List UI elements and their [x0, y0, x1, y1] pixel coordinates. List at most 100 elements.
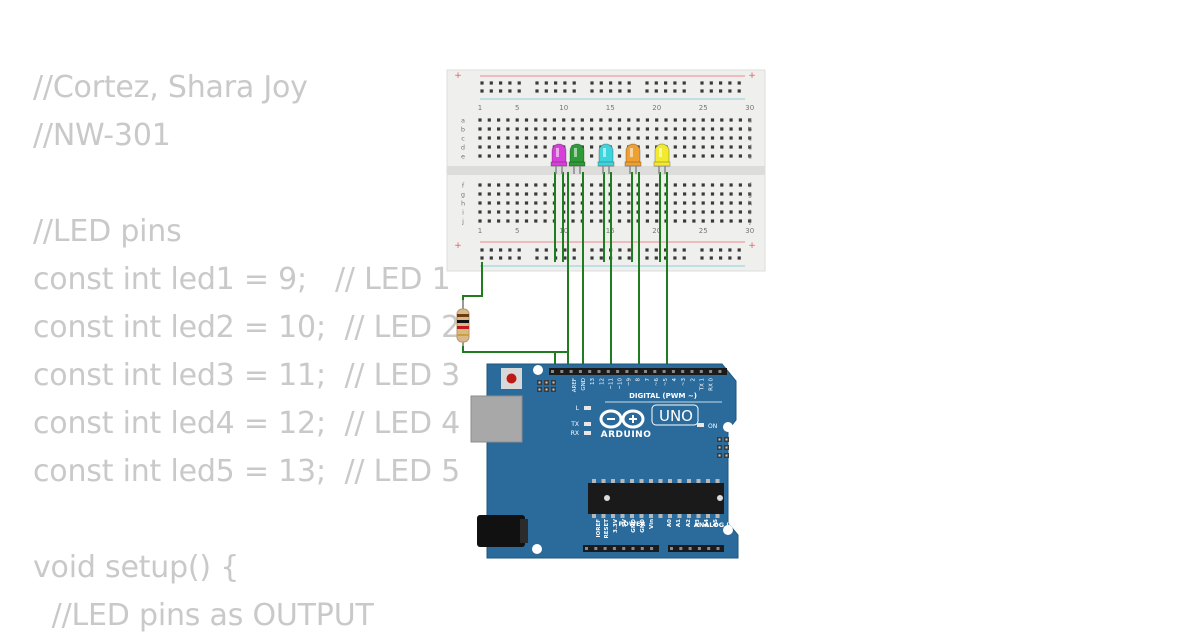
- breadboard-hole[interactable]: [720, 127, 724, 131]
- breadboard-hole[interactable]: [562, 136, 566, 140]
- breadboard-hole[interactable]: [590, 201, 594, 205]
- breadboard-hole[interactable]: [499, 81, 503, 85]
- breadboard-hole[interactable]: [543, 145, 547, 149]
- breadboard-hole[interactable]: [720, 145, 724, 149]
- breadboard-hole[interactable]: [599, 210, 603, 214]
- breadboard-hole[interactable]: [729, 219, 733, 223]
- breadboard-hole[interactable]: [543, 192, 547, 196]
- breadboard-hole[interactable]: [627, 183, 631, 187]
- breadboard-hole[interactable]: [506, 201, 510, 205]
- breadboard-hole[interactable]: [534, 136, 538, 140]
- breadboard-hole[interactable]: [701, 145, 705, 149]
- header-pin[interactable]: [679, 547, 683, 550]
- breadboard-hole[interactable]: [748, 183, 752, 187]
- breadboard-hole[interactable]: [710, 127, 715, 131]
- breadboard-hole[interactable]: [590, 154, 594, 158]
- breadboard-hole[interactable]: [543, 154, 547, 158]
- breadboard-hole[interactable]: [720, 118, 724, 122]
- led-4[interactable]: [624, 143, 642, 174]
- header-pin[interactable]: [606, 370, 610, 373]
- breadboard-hole[interactable]: [590, 256, 594, 260]
- breadboard-hole[interactable]: [654, 89, 658, 93]
- header-pin[interactable]: [578, 370, 582, 373]
- breadboard-hole[interactable]: [599, 136, 603, 140]
- breadboard-hole[interactable]: [506, 210, 510, 214]
- breadboard-hole[interactable]: [543, 118, 547, 122]
- wires[interactable]: [462, 172, 668, 375]
- breadboard-hole[interactable]: [645, 192, 649, 196]
- breadboard-hole[interactable]: [478, 210, 482, 214]
- breadboard-hole[interactable]: [590, 89, 594, 93]
- breadboard-hole[interactable]: [580, 118, 584, 122]
- breadboard-hole[interactable]: [497, 154, 501, 158]
- breadboard-hole[interactable]: [710, 192, 715, 196]
- breadboard-hole[interactable]: [701, 136, 705, 140]
- breadboard-hole[interactable]: [710, 219, 715, 223]
- breadboard-hole[interactable]: [692, 183, 696, 187]
- breadboard-hole[interactable]: [508, 81, 512, 85]
- header-pin[interactable]: [709, 370, 713, 373]
- breadboard-hole[interactable]: [506, 118, 510, 122]
- header-pin[interactable]: [670, 547, 673, 550]
- breadboard-hole[interactable]: [544, 248, 548, 252]
- breadboard-hole[interactable]: [655, 201, 659, 205]
- breadboard-hole[interactable]: [701, 118, 705, 122]
- breadboard-hole[interactable]: [590, 192, 594, 196]
- breadboard-hole[interactable]: [654, 81, 658, 85]
- breadboard-hole[interactable]: [487, 127, 491, 131]
- breadboard-hole[interactable]: [572, 248, 576, 252]
- breadboard-hole[interactable]: [682, 81, 686, 85]
- breadboard-hole[interactable]: [608, 127, 612, 131]
- breadboard-hole[interactable]: [590, 127, 594, 131]
- breadboard-hole[interactable]: [729, 127, 733, 131]
- breadboard-hole[interactable]: [729, 201, 733, 205]
- breadboard-hole[interactable]: [499, 248, 503, 252]
- breadboard-hole[interactable]: [487, 192, 491, 196]
- breadboard-hole[interactable]: [534, 145, 538, 149]
- breadboard-hole[interactable]: [692, 118, 696, 122]
- breadboard-hole[interactable]: [636, 127, 640, 131]
- breadboard-hole[interactable]: [673, 145, 677, 149]
- breadboard-hole[interactable]: [534, 183, 538, 187]
- breadboard-hole[interactable]: [590, 145, 594, 149]
- breadboard-hole[interactable]: [515, 154, 519, 158]
- breadboard-hole[interactable]: [748, 201, 752, 205]
- breadboard-hole[interactable]: [636, 118, 640, 122]
- breadboard-hole[interactable]: [572, 89, 576, 93]
- breadboard-hole[interactable]: [563, 81, 567, 85]
- breadboard-hole[interactable]: [478, 136, 482, 140]
- breadboard-hole[interactable]: [720, 210, 724, 214]
- breadboard-hole[interactable]: [524, 136, 529, 140]
- breadboard-hole[interactable]: [700, 89, 704, 93]
- breadboard-hole[interactable]: [729, 192, 733, 196]
- breadboard-hole[interactable]: [729, 154, 733, 158]
- breadboard-hole[interactable]: [738, 136, 742, 140]
- breadboard-hole[interactable]: [524, 201, 529, 205]
- breadboard-hole[interactable]: [506, 183, 510, 187]
- breadboard-hole[interactable]: [720, 219, 724, 223]
- breadboard-hole[interactable]: [673, 89, 677, 93]
- breadboard-hole[interactable]: [517, 89, 521, 93]
- breadboard-hole[interactable]: [617, 210, 622, 214]
- breadboard-hole[interactable]: [571, 136, 575, 140]
- breadboard-hole[interactable]: [515, 127, 519, 131]
- breadboard-hole[interactable]: [738, 201, 742, 205]
- breadboard-hole[interactable]: [515, 201, 519, 205]
- breadboard-hole[interactable]: [692, 219, 696, 223]
- breadboard-hole[interactable]: [515, 118, 519, 122]
- breadboard-hole[interactable]: [599, 248, 603, 252]
- breadboard-hole[interactable]: [627, 81, 631, 85]
- breadboard-hole[interactable]: [645, 183, 649, 187]
- header-pin[interactable]: [707, 547, 711, 550]
- breadboard-hole[interactable]: [609, 89, 613, 93]
- breadboard-hole[interactable]: [599, 89, 603, 93]
- breadboard-hole[interactable]: [748, 219, 752, 223]
- header-pin[interactable]: [681, 370, 685, 373]
- breadboard-hole[interactable]: [571, 118, 575, 122]
- breadboard-hole[interactable]: [599, 256, 603, 260]
- breadboard-hole[interactable]: [517, 81, 521, 85]
- breadboard-hole[interactable]: [709, 248, 713, 252]
- header-pin[interactable]: [588, 370, 592, 373]
- breadboard-hole[interactable]: [682, 248, 686, 252]
- breadboard-hole[interactable]: [701, 192, 705, 196]
